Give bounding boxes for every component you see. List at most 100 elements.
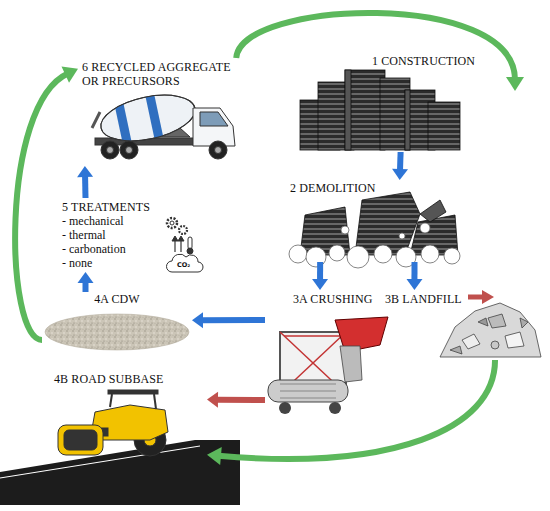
stage-label: 3A CRUSHING <box>293 292 388 306</box>
landfill-arrow <box>468 290 494 304</box>
crusher-machine <box>279 402 291 414</box>
dust-cloud <box>396 247 416 267</box>
treatment-item: - mechanical <box>62 214 162 228</box>
road-surface <box>0 440 240 505</box>
treatment-icons <box>172 236 178 241</box>
treatment-item: - none <box>62 256 162 270</box>
crushing-stage: 3A CRUSHING <box>265 290 390 415</box>
flow-arrow <box>312 262 328 290</box>
label-block: 4B ROAD SUBBASE <box>42 372 204 386</box>
treatment-icons <box>167 218 177 228</box>
dust-cloud <box>289 245 307 263</box>
road-surface <box>0 440 240 505</box>
flow-arrow <box>392 152 408 180</box>
arrow-shaft <box>236 13 515 80</box>
treatment-icons <box>167 218 204 272</box>
building-cluster <box>345 70 385 150</box>
treatment-icons <box>187 248 193 254</box>
rubble-pile <box>520 318 528 328</box>
mixer-truck <box>101 141 119 159</box>
stage-label: 4B ROAD SUBBASE <box>54 372 204 386</box>
road-roller <box>110 394 112 407</box>
road-subbase-stage: 4B ROAD SUBBASE <box>42 372 207 464</box>
treatment-icons <box>180 240 181 252</box>
dust-cloud <box>329 245 345 261</box>
arrow-head <box>192 312 203 328</box>
label-block: 3B LANDFILL <box>385 290 469 306</box>
arrow-shaft <box>83 282 89 292</box>
dust-cloud <box>347 246 369 268</box>
stage-label: 6 RECYCLED AGGREGATE OR PRECURSORS <box>82 60 240 88</box>
collapsing-building <box>420 200 446 222</box>
crusher-machine <box>340 346 362 382</box>
arrow-head <box>506 77 524 91</box>
flow-arrow <box>406 262 422 290</box>
dust-cloud <box>289 223 460 268</box>
cycle-arc <box>207 360 495 465</box>
arrow-head <box>77 166 93 177</box>
treatments-stage: 5 TREATMENTS- mechanical- thermal- carbo… <box>60 198 210 272</box>
rubble-pile <box>491 341 499 349</box>
mixer-truck <box>92 112 100 128</box>
label-block: 4A CDW <box>42 292 192 306</box>
crusher-machine <box>280 384 336 385</box>
arrow-shaft <box>82 176 88 198</box>
crusher-machine <box>280 391 336 392</box>
road-roller <box>154 394 156 409</box>
cdw-heap <box>45 314 189 350</box>
arrow-head <box>312 279 328 290</box>
crusher-machine <box>268 380 348 402</box>
mixer-truck <box>97 87 200 148</box>
stage-label: 3B LANDFILL <box>385 292 469 306</box>
construction-stage: 1 CONSTRUCTION <box>295 52 515 152</box>
mixer-truck <box>145 94 163 139</box>
rubble-pile <box>505 332 524 348</box>
building-cluster <box>300 70 460 150</box>
icon-label: CO₂ <box>177 261 190 270</box>
dust-cloud <box>399 233 405 239</box>
building-cluster <box>428 102 460 150</box>
cdw-stage: 4A CDW <box>42 292 192 352</box>
label-block: 1 CONSTRUCTION <box>295 52 507 68</box>
mixer-truck <box>92 87 235 159</box>
crusher-machine <box>329 402 341 414</box>
rubble-pile <box>450 346 462 354</box>
mixer-truck <box>97 87 200 148</box>
road-roller <box>108 390 158 394</box>
dust-cloud <box>444 248 460 264</box>
label-block: 5 TREATMENTS- mechanical- thermal- carbo… <box>60 198 162 270</box>
arrow-head <box>207 447 222 465</box>
label-block: 3A CRUSHING <box>265 290 388 306</box>
recycled-aggregate-stage: 6 RECYCLED AGGREGATE OR PRECURSORS <box>78 58 250 166</box>
mixer-truck <box>120 141 138 159</box>
stage-label: 2 DEMOLITION <box>290 181 395 195</box>
arrow-shaft <box>202 317 265 323</box>
arrow-head <box>207 392 218 408</box>
mixer-truck <box>209 141 227 159</box>
arrow-shaft <box>218 360 495 459</box>
flow-arrow <box>192 312 265 328</box>
road-roller <box>58 390 168 456</box>
rubble-pile <box>478 318 488 326</box>
arrow-head <box>78 272 94 283</box>
cycle-arc <box>236 13 524 91</box>
flow-arrow <box>77 166 93 198</box>
treatment-icons <box>188 237 192 249</box>
stage-label: 5 TREATMENTS <box>62 200 162 214</box>
treatment-icons <box>178 236 184 241</box>
stage-label: 1 CONSTRUCTION <box>372 54 507 68</box>
label-block: 6 RECYCLED AGGREGATE OR PRECURSORS <box>78 58 240 88</box>
flow-arrow <box>78 272 94 292</box>
rubble-pile <box>440 303 541 357</box>
road-roller <box>58 425 103 455</box>
road-roller <box>64 430 97 450</box>
treatment-icons <box>170 221 174 225</box>
treatment-icons <box>167 254 204 272</box>
landfill-stage: 3B LANDFILL <box>385 290 540 360</box>
mixer-truck <box>200 112 228 126</box>
flow-arrow <box>207 392 265 408</box>
landfill-arrow <box>482 290 494 304</box>
dust-cloud <box>341 226 349 234</box>
arrow-head <box>392 169 408 180</box>
cdw-heap <box>45 314 189 350</box>
